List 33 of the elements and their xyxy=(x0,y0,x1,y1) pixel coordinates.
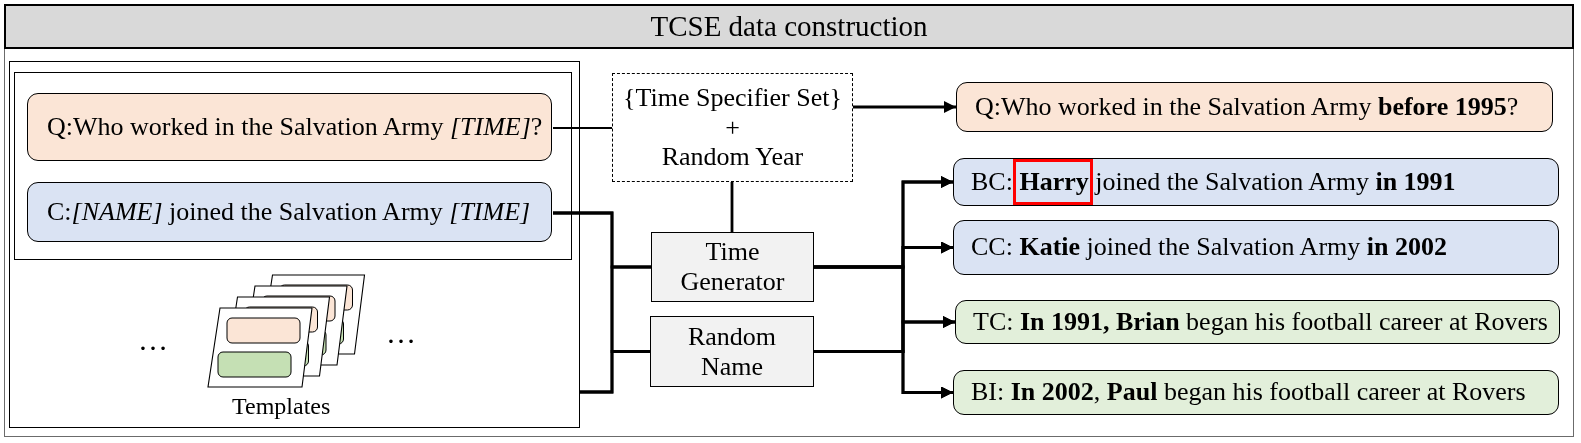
arrow xyxy=(814,350,953,399)
template-text: C:[NAME] joined the Salvation Army [TIME] xyxy=(47,195,531,228)
connector-line xyxy=(730,182,734,232)
context-text: TC: In 1991, Brian began his football career at Rovers xyxy=(973,305,1548,338)
connector-line xyxy=(580,350,650,394)
context-box xyxy=(955,300,1560,344)
question-text: Q:Who worked in the Salvation Army before 1995? xyxy=(975,90,1519,123)
question-box xyxy=(956,82,1553,132)
template-pair-panel xyxy=(13,71,572,260)
arrow xyxy=(853,101,956,113)
ellipsis-text: … xyxy=(138,325,168,355)
context-box xyxy=(953,158,1559,206)
time-specifier-box xyxy=(612,73,853,182)
context-template-box xyxy=(27,182,552,242)
generator-box xyxy=(651,232,814,302)
box-text: Time Generator xyxy=(679,237,786,297)
context-text: BC: Harry joined the Salvation Army in 1991 xyxy=(971,159,1456,205)
box-text: {Time Specifier Set} xyxy=(623,82,842,113)
context-text: CC: Katie joined the Salvation Army in 2002 xyxy=(971,231,1447,264)
context-box xyxy=(953,370,1559,415)
generator-box xyxy=(650,316,814,387)
box-text: Random Year xyxy=(661,142,804,173)
context-text: BI: In 2002, Paul began his football career at Rovers xyxy=(971,376,1526,409)
illustration-caption: Templates xyxy=(232,394,331,418)
ellipsis-text: … xyxy=(386,318,416,348)
template-panel xyxy=(9,61,580,428)
question-template-box xyxy=(27,93,552,161)
connector-line xyxy=(553,126,612,130)
context-box xyxy=(953,220,1559,275)
box-text: Random Name xyxy=(686,321,778,382)
template-text: Q:Who worked in the Salvation Army [TIME]? xyxy=(47,110,543,143)
diagram-title: TCSE data construction xyxy=(650,10,928,43)
box-text: + xyxy=(725,112,740,143)
